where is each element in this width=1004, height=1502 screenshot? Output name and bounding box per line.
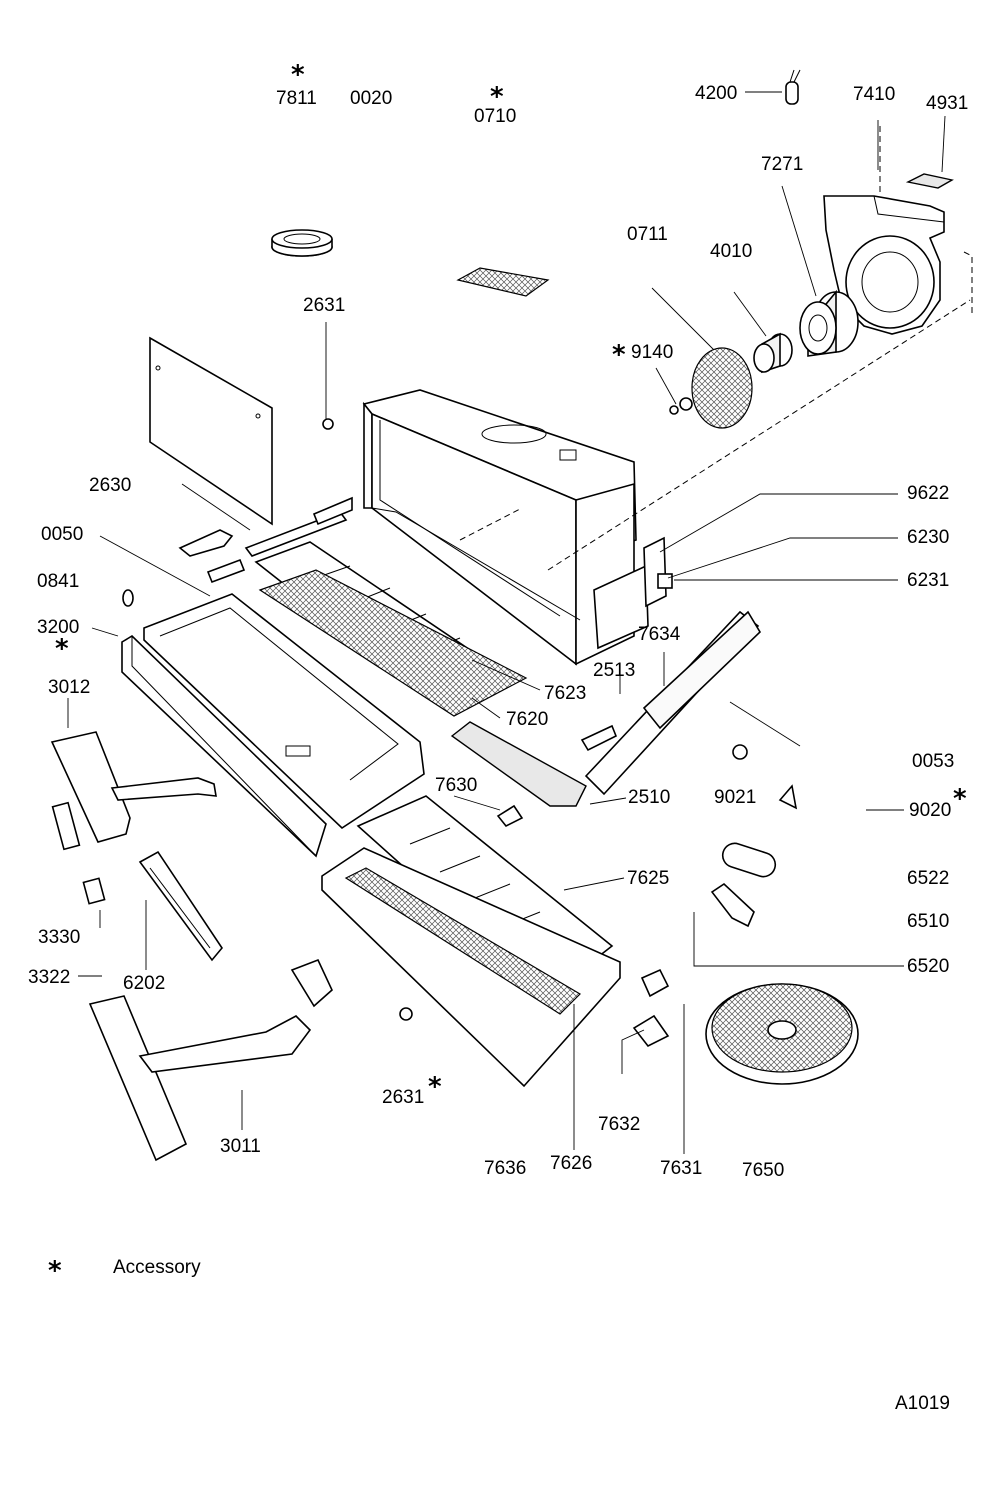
label-6230: 6230 [907, 527, 950, 548]
label-0710: 0710 [474, 106, 517, 127]
label-6510: 6510 [907, 911, 950, 932]
legend-accessory-text: Accessory [113, 1257, 201, 1278]
label-2630: 2630 [89, 475, 132, 496]
clip-parts [122, 529, 246, 607]
label-2513: 2513 [593, 660, 636, 681]
blower-housing-part-7410 [823, 195, 945, 335]
label-6202: 6202 [123, 973, 166, 994]
label-2631-top: 2631 [303, 295, 346, 316]
bulb-holder-part-9021 [732, 744, 748, 760]
collar-part-7811 [271, 229, 333, 257]
label-6522: 6522 [907, 868, 950, 889]
label-4931: 4931 [926, 93, 969, 114]
screw-part-2631 [322, 418, 334, 430]
label-7811: 7811 [276, 88, 317, 109]
legend-accessory-symbol: * [48, 1256, 62, 1286]
lamp-holder-part-6520 [710, 882, 755, 928]
handle-part-3012 [50, 731, 217, 905]
lower-filter-tray-part-7626 [321, 847, 621, 1088]
label-3200: 3200 [37, 617, 80, 638]
fan-wheel-part-7271 [799, 289, 859, 357]
assembly-axis-line [459, 507, 523, 541]
side-rail-part-7634 [580, 610, 762, 796]
label-3011: 3011 [220, 1136, 261, 1157]
accessory-marker: * [55, 634, 69, 664]
light-diffuser-part-2510 [450, 721, 587, 807]
leader-lines [67, 91, 946, 1154]
label-2510: 2510 [628, 787, 671, 808]
label-7636: 7636 [484, 1158, 527, 1179]
label-7271: 7271 [761, 154, 804, 175]
grille-plate-part-0710 [456, 267, 550, 297]
accessory-marker: * [612, 340, 626, 370]
label-7650: 7650 [742, 1160, 785, 1181]
label-9020: 9020 [909, 800, 952, 821]
bracket-part-6202 [138, 850, 223, 962]
label-6231: 6231 [907, 570, 950, 591]
motor-part-4010 [753, 332, 793, 374]
handle-part-3011 [88, 958, 333, 1162]
assembly-axis-line [547, 299, 971, 571]
label-7631: 7631 [660, 1158, 703, 1179]
clip-part-9020 [778, 784, 798, 810]
filter-frame [143, 593, 425, 830]
filter-mat-part-7620 [258, 569, 528, 717]
label-3322: 3322 [28, 967, 71, 988]
capacitor-part-4200 [785, 69, 801, 105]
screw-part-2631-lower [399, 1007, 413, 1021]
lamp-part-6522 [721, 842, 777, 878]
label-0711: 0711 [627, 224, 668, 245]
label-7626: 7626 [550, 1153, 593, 1174]
plate-part-4931 [905, 173, 954, 189]
drawing-code: A1019 [895, 1393, 950, 1414]
label-0053: 0053 [912, 751, 955, 772]
accessory-marker: * [428, 1072, 442, 1102]
label-9021: 9021 [714, 787, 757, 808]
clip-part-7631 [640, 968, 670, 998]
accessory-marker: * [291, 60, 305, 90]
label-7634: 7634 [638, 624, 681, 645]
grille-disc-part-0711 [691, 347, 753, 429]
label-7410: 7410 [853, 84, 896, 105]
label-2631-lower: 2631 [382, 1087, 425, 1108]
main-housing [149, 336, 673, 666]
label-7625: 7625 [627, 868, 670, 889]
label-3012: 3012 [48, 677, 91, 698]
label-7630: 7630 [435, 775, 478, 796]
front-strip-part-3200 [121, 634, 327, 858]
clip-part-7632 [632, 1014, 670, 1048]
assembly-axis-line [963, 251, 973, 316]
label-4200: 4200 [695, 83, 738, 104]
label-7623: 7623 [544, 683, 587, 704]
carbon-filter-part-7650 [705, 983, 859, 1085]
accessory-marker: * [490, 82, 504, 112]
label-3330: 3330 [38, 927, 81, 948]
label-0050: 0050 [41, 524, 84, 545]
nut-part-9140 [669, 397, 693, 415]
label-7632: 7632 [598, 1114, 641, 1135]
label-6520: 6520 [907, 956, 950, 977]
accessory-marker: * [953, 784, 967, 814]
label-9622: 9622 [907, 483, 950, 504]
label-0841: 0841 [37, 571, 80, 592]
clip-part-7630 [496, 804, 524, 828]
label-4010: 4010 [710, 241, 753, 262]
label-7620: 7620 [506, 709, 549, 730]
label-9140: 9140 [631, 342, 674, 363]
label-0020: 0020 [350, 88, 393, 109]
